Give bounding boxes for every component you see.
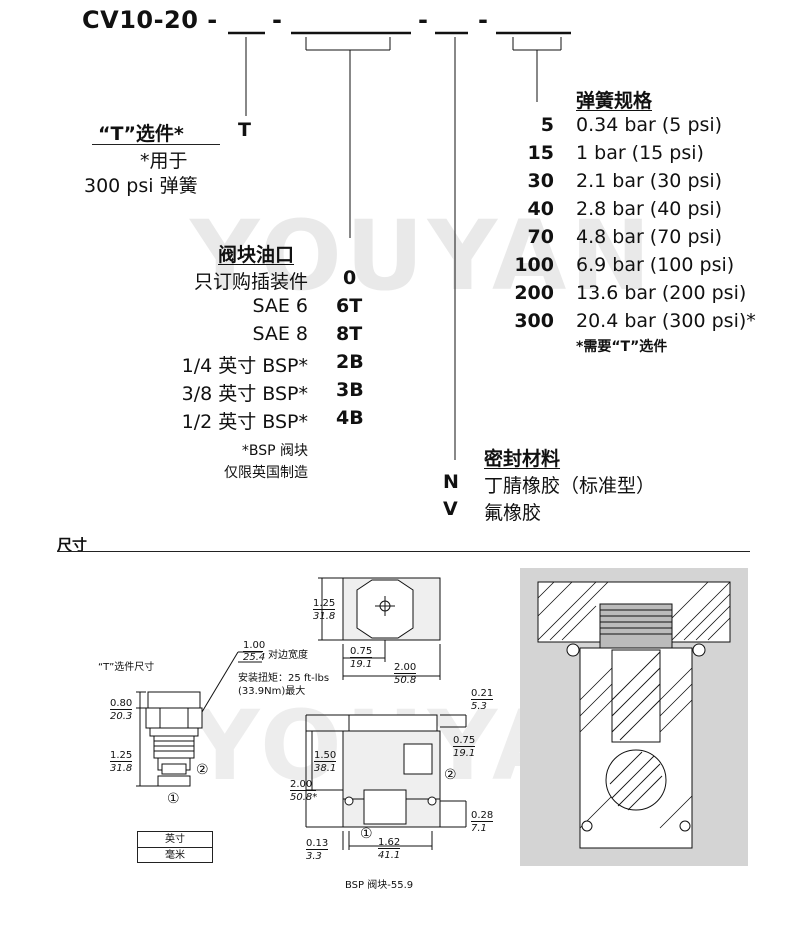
top-height-mm: 31.8 (313, 611, 336, 622)
spring-code: 5 (540, 114, 554, 136)
spring-label: 4.8 bar (70 psi) (576, 226, 723, 248)
side-port-in: 0.75 (453, 735, 476, 747)
t-option-size-label: “T”选件尺寸 (98, 662, 155, 673)
port-label: 1/4 英寸 BSP* (181, 355, 308, 377)
ports-note-2: 仅限英国制造 (224, 465, 308, 481)
t-option-note-1: *用于 (140, 150, 188, 172)
right-bottom-in: 0.28 (471, 810, 494, 822)
spring-label: 0.34 bar (5 psi) (576, 114, 723, 136)
spring-label: 2.8 bar (40 psi) (576, 198, 723, 220)
ports-heading: 阀块油口 (218, 244, 295, 266)
seals-heading: 密封材料 (484, 448, 561, 470)
code-dash-1: - (272, 6, 283, 34)
port-code: 2B (336, 351, 364, 373)
port-label: SAE 8 (252, 323, 308, 345)
spring-code: 200 (514, 282, 554, 304)
spring-label: 6.9 bar (100 psi) (576, 254, 735, 276)
spring-code: 100 (514, 254, 554, 276)
right-bottom-mm: 7.1 (471, 823, 487, 834)
spring-code: 40 (527, 198, 554, 220)
top-height-in: 1.25 (313, 598, 336, 610)
bottom-mid-mm: 41.1 (378, 850, 401, 861)
dimensions-heading: 尺寸 (57, 536, 88, 554)
springs-heading: 弹簧规格 (576, 90, 653, 112)
port-code: 4B (336, 407, 364, 429)
block-port-1: ① (360, 826, 373, 842)
code-dash-2: - (418, 6, 429, 34)
spring-label: 13.6 bar (200 psi) (576, 282, 747, 304)
spring-label: 2.1 bar (30 psi) (576, 170, 723, 192)
bottom-left-mm: 3.3 (306, 851, 322, 862)
cap-height-mm: 20.3 (110, 711, 133, 722)
t-option-underline (92, 144, 220, 145)
units-legend: 英寸 毫米 (137, 831, 213, 863)
torque-line-1: 安装扭矩：25 ft-lbs (238, 673, 330, 684)
dimensions-divider (57, 551, 750, 552)
units-inch: 英寸 (138, 832, 212, 848)
right-top-mm: 5.3 (471, 701, 487, 712)
body-height-mm: 31.8 (110, 763, 133, 774)
top-width-mm: 50.8 (394, 675, 417, 686)
spring-label: 1 bar (15 psi) (576, 142, 704, 164)
seal-label: 氟橡胶 (484, 502, 542, 524)
hex-size-in: 1.00 (243, 640, 266, 652)
port-label: 只订购插装件 (193, 271, 308, 293)
model-title: CV10-20 - (82, 6, 218, 34)
block-top-view (318, 577, 441, 680)
units-mm: 毫米 (165, 850, 185, 861)
side-port-mm: 19.1 (453, 748, 476, 759)
port-code: 6T (336, 295, 363, 317)
section-view (520, 568, 748, 866)
t-option-note-2: 300 psi 弹簧 (84, 175, 198, 197)
port-code: 8T (336, 323, 363, 345)
t-option-heading: “T”选件* (98, 123, 184, 145)
front-upper-mm: 38.1 (314, 763, 337, 774)
watermark-text: YOUYAN (190, 200, 655, 312)
code-dash-3: - (478, 6, 489, 34)
port-code: 0 (343, 267, 357, 289)
port-code: 3B (336, 379, 364, 401)
top-width-in: 2.00 (394, 662, 417, 674)
t-option-code: T (238, 119, 251, 141)
front-total-mm: 50.8* (290, 792, 318, 803)
top-offset-in: 0.75 (350, 646, 373, 658)
spring-code: 70 (527, 226, 554, 248)
front-upper-in: 1.50 (314, 750, 337, 762)
spring-code: 15 (527, 142, 554, 164)
bottom-mid-in: 1.62 (378, 837, 401, 849)
spring-label: 20.4 bar (300 psi)* (576, 310, 756, 332)
port-label: 1/2 英寸 BSP* (181, 411, 308, 433)
cartridge-port-2: ② (196, 762, 209, 778)
seal-code: N (443, 471, 459, 493)
cartridge-drawing (136, 651, 262, 787)
cap-height-in: 0.80 (110, 698, 133, 710)
springs-note: *需要“T”选件 (576, 339, 668, 355)
front-total-in: 2.00 (290, 779, 316, 791)
cartridge-port-1: ① (167, 791, 180, 807)
ports-note-1: *BSP 阀块 (241, 443, 308, 459)
top-offset-mm: 19.1 (350, 659, 373, 670)
hex-size-mm: 25.4 (243, 652, 266, 663)
drawing-caption: BSP 阀块-55.9 (345, 880, 414, 891)
spring-code: 300 (514, 310, 554, 332)
torque-line-2: (33.9Nm)最大 (238, 686, 306, 697)
bottom-left-in: 0.13 (306, 838, 329, 850)
hex-size-label: 对边宽度 (268, 650, 308, 661)
block-front-view (305, 714, 467, 850)
block-port-2: ② (444, 767, 457, 783)
seal-label: 丁腈橡胶（标准型） (484, 475, 656, 497)
port-label: 3/8 英寸 BSP* (181, 383, 308, 405)
seal-code: V (443, 498, 458, 520)
right-top-in: 0.21 (471, 688, 494, 700)
body-height-in: 1.25 (110, 750, 133, 762)
spring-code: 30 (527, 170, 554, 192)
port-label: SAE 6 (252, 295, 308, 317)
